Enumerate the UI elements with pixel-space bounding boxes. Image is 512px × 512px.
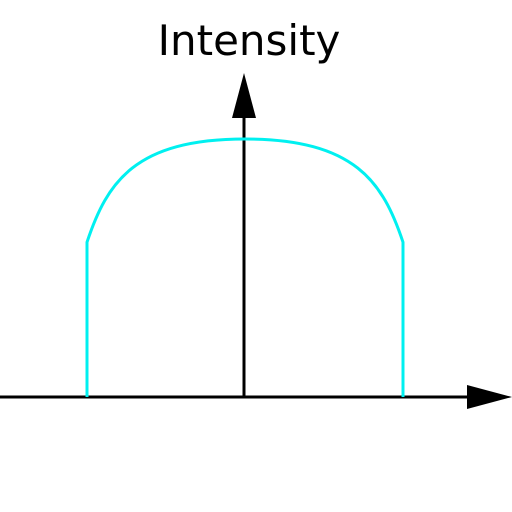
- y-axis-label: Intensity: [158, 16, 341, 65]
- y-axis-arrowhead: [232, 73, 256, 118]
- intensity-profile-curve: [85, 137, 405, 397]
- x-axis-arrowhead: [467, 385, 512, 409]
